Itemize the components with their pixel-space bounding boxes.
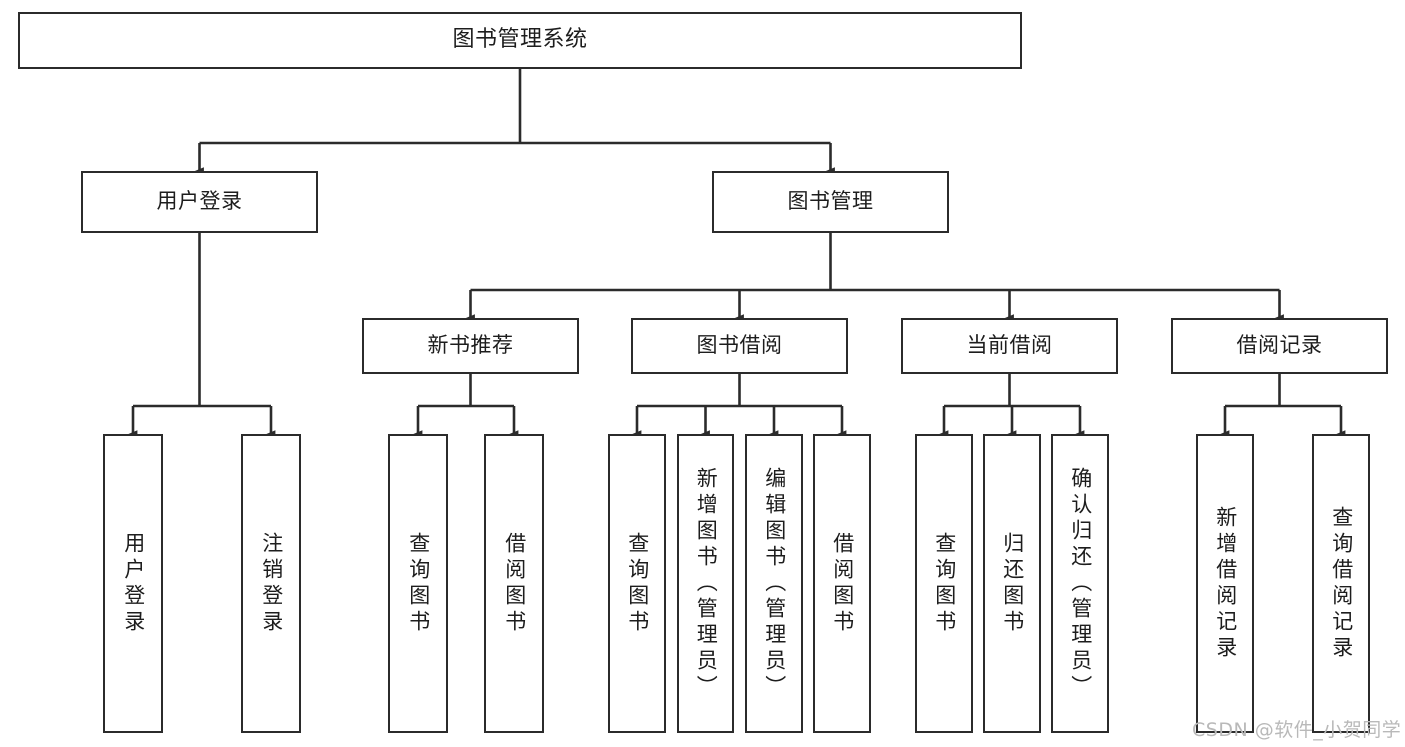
node-leaf-rec-query[interactable]: 查询图书 <box>388 434 448 733</box>
node-leaf-bb-borrow[interactable]: 借阅图书 <box>813 434 871 733</box>
node-label: 查询借阅记录 <box>1329 505 1354 662</box>
node-label: 新增图书（管理员） <box>694 466 719 701</box>
node-leaf-user-login[interactable]: 用户登录 <box>103 434 163 733</box>
node-leaf-cb-return[interactable]: 归还图书 <box>983 434 1041 733</box>
node-label: 确认归还（管理员） <box>1068 466 1093 701</box>
node-label: 查询图书 <box>625 531 650 636</box>
node-leaf-cb-query[interactable]: 查询图书 <box>915 434 973 733</box>
node-label: 图书借阅 <box>696 333 783 358</box>
node-label: 当前借阅 <box>966 333 1053 358</box>
node-leaf-cb-confirm[interactable]: 确认归还（管理员） <box>1051 434 1109 733</box>
node-label: 借阅记录 <box>1236 333 1323 358</box>
node-label: 归还图书 <box>1000 531 1025 636</box>
watermark-text: CSDN @软件_小贺同学 <box>1192 719 1402 741</box>
node-leaf-br-add[interactable]: 新增借阅记录 <box>1196 434 1254 733</box>
node-leaf-bb-edit[interactable]: 编辑图书（管理员） <box>745 434 803 733</box>
node-label: 编辑图书（管理员） <box>762 466 787 701</box>
node-label: 借阅图书 <box>502 531 527 636</box>
edge-group <box>128 69 1346 438</box>
node-leaf-bb-add[interactable]: 新增图书（管理员） <box>677 434 734 733</box>
node-label: 查询图书 <box>406 531 431 636</box>
node-label: 注销登录 <box>259 531 284 636</box>
node-label: 借阅图书 <box>830 531 855 636</box>
node-label: 查询图书 <box>932 531 957 636</box>
node-label: 用户登录 <box>121 531 146 636</box>
node-user-login[interactable]: 用户登录 <box>81 171 318 233</box>
node-new-book-rec[interactable]: 新书推荐 <box>362 318 579 374</box>
node-label: 新书推荐 <box>427 333 514 358</box>
node-label: 用户登录 <box>156 189 243 214</box>
node-leaf-br-query[interactable]: 查询借阅记录 <box>1312 434 1370 733</box>
node-book-borrow[interactable]: 图书借阅 <box>631 318 848 374</box>
node-current-borrow[interactable]: 当前借阅 <box>901 318 1118 374</box>
node-label: 图书管理 <box>787 189 874 214</box>
node-book-manage[interactable]: 图书管理 <box>712 171 949 233</box>
node-leaf-bb-query[interactable]: 查询图书 <box>608 434 666 733</box>
node-root[interactable]: 图书管理系统 <box>18 12 1022 69</box>
node-borrow-record[interactable]: 借阅记录 <box>1171 318 1388 374</box>
node-label: 新增借阅记录 <box>1213 505 1238 662</box>
node-leaf-rec-borrow[interactable]: 借阅图书 <box>484 434 544 733</box>
node-label: 图书管理系统 <box>452 27 588 53</box>
node-leaf-logout[interactable]: 注销登录 <box>241 434 301 733</box>
